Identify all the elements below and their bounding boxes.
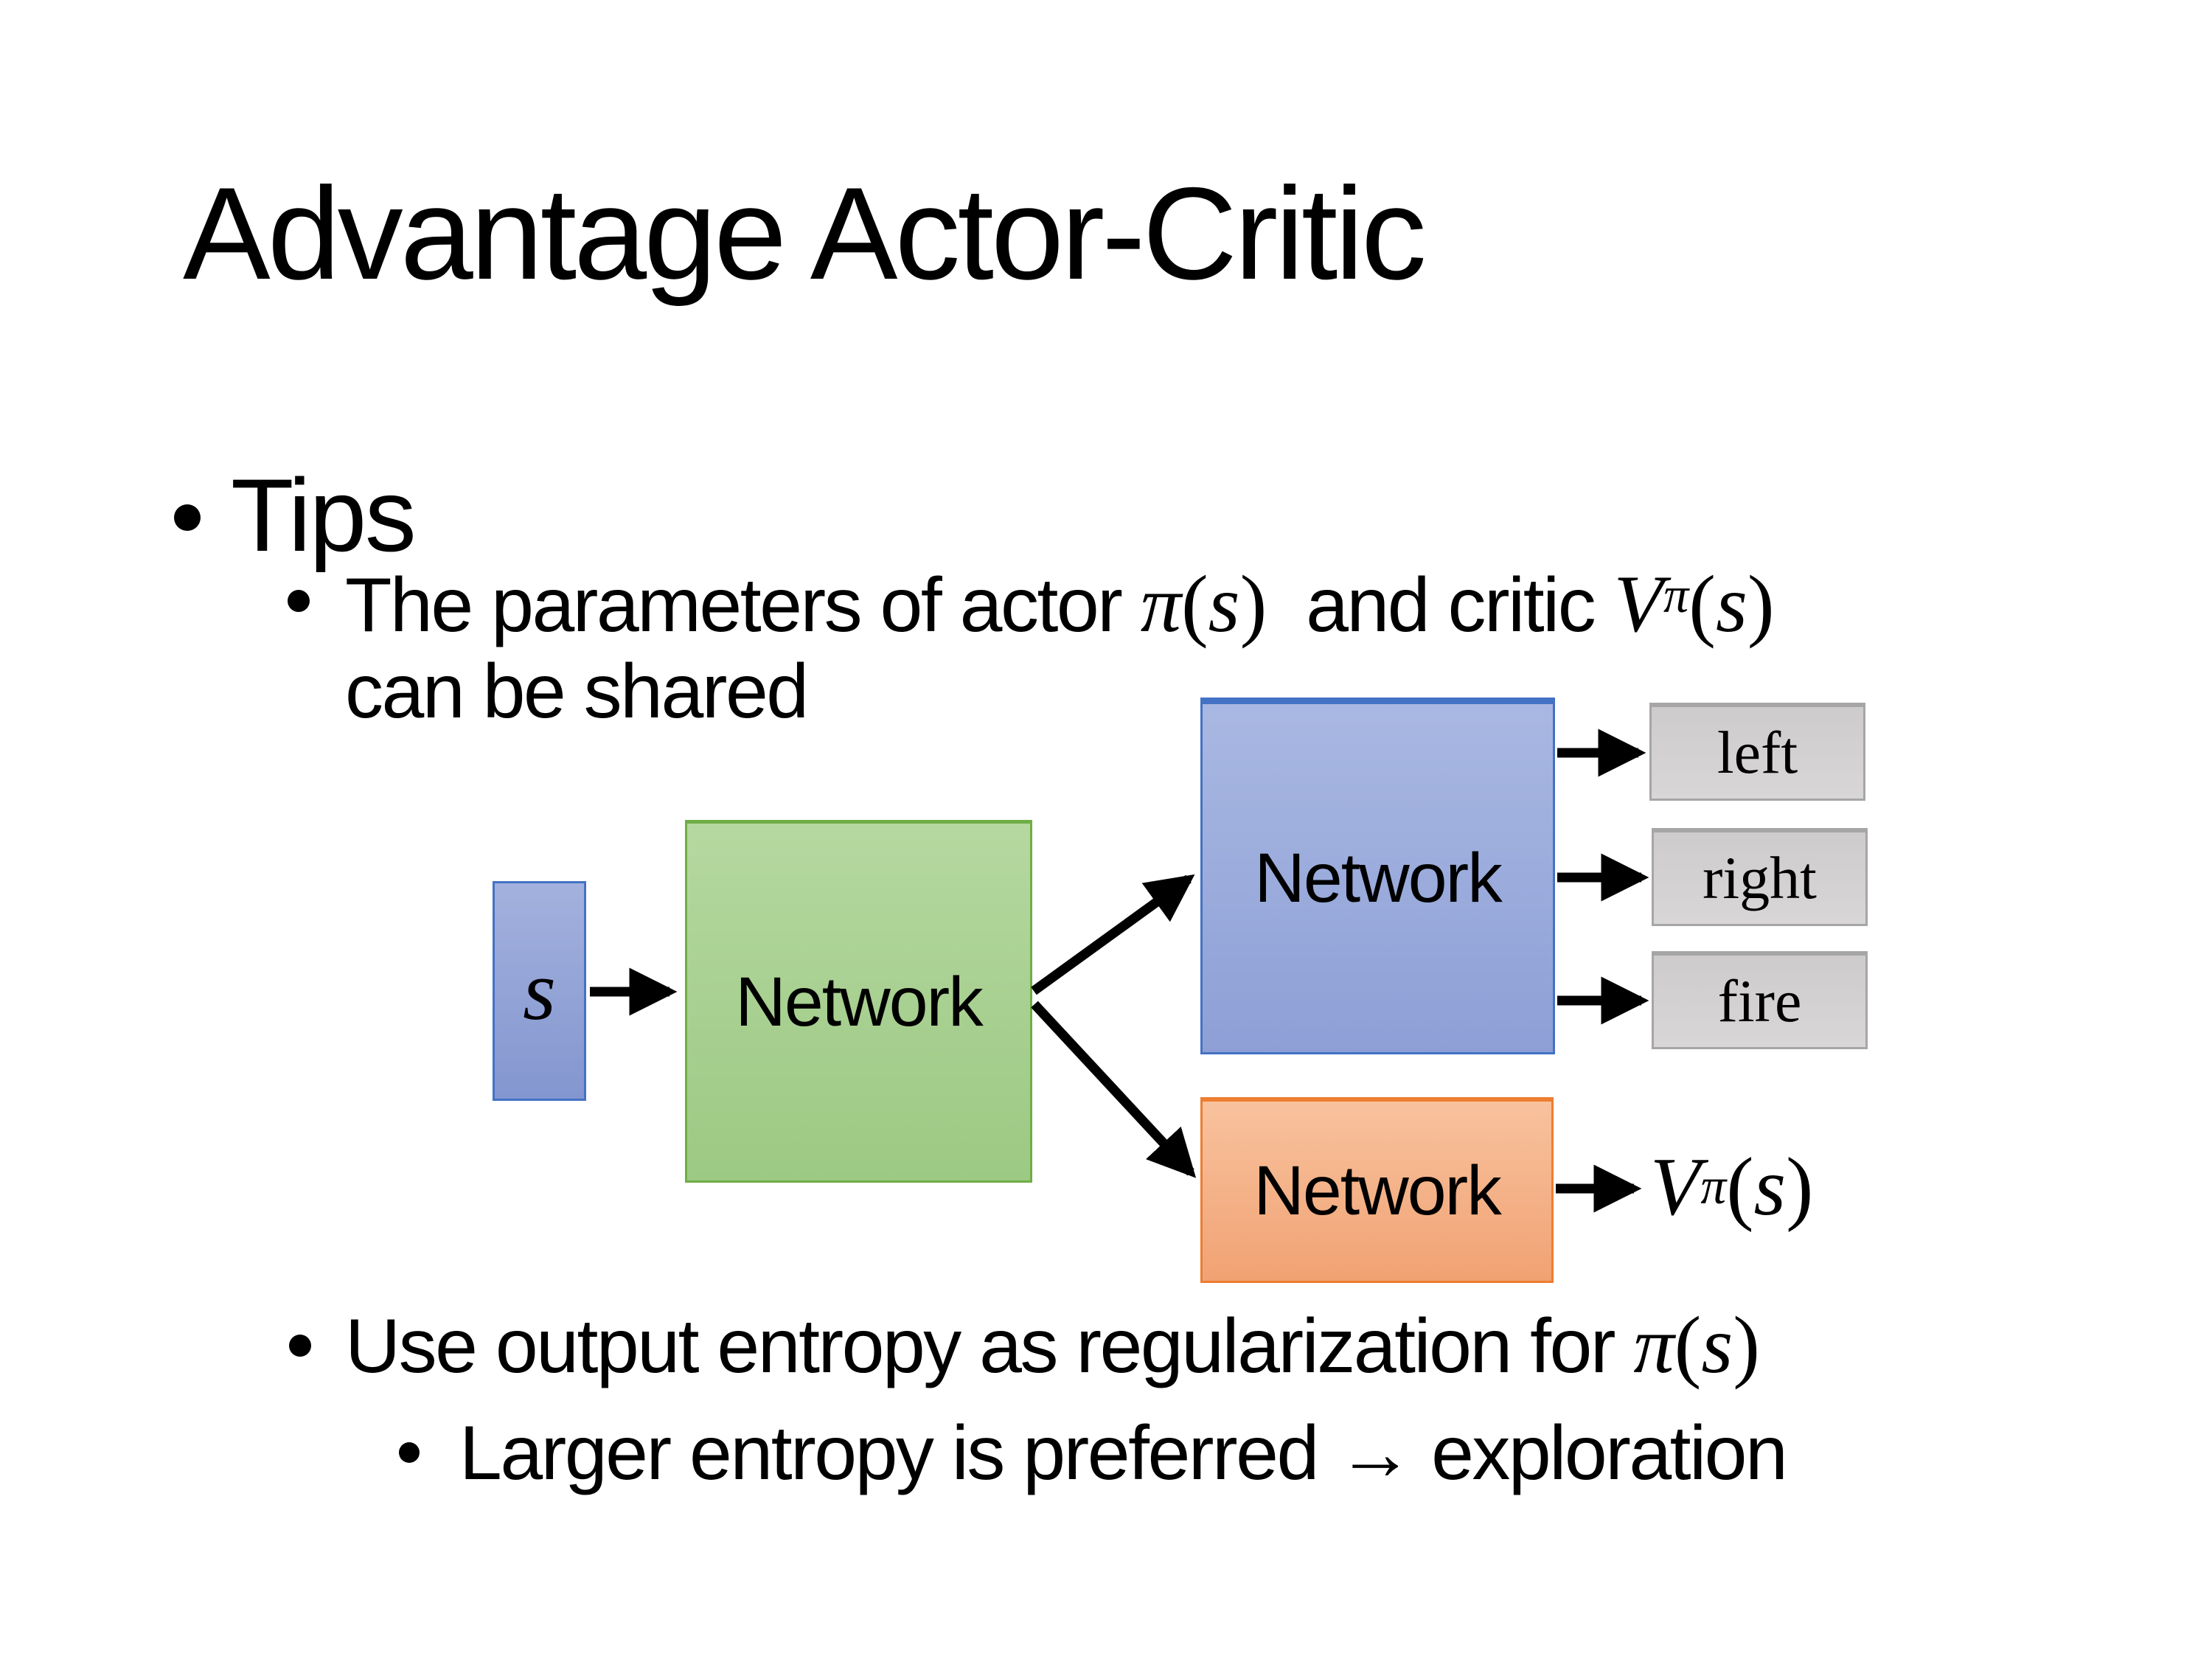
- bullet-dot-tips: [174, 504, 201, 531]
- action-label-right: right: [1703, 844, 1817, 911]
- bullet-shared-line1: The parameters of actor π(s) and critic …: [345, 563, 1775, 644]
- bullet-tips-label: Tips: [231, 457, 417, 573]
- bullet-dot-exploration: [399, 1442, 420, 1463]
- math-pi-of-s: π(s): [1140, 559, 1267, 649]
- math-v-pi-of-s: Vπ(s): [1613, 559, 1775, 649]
- state-input-box: s: [493, 881, 586, 1101]
- shared-text-mid: and critic: [1267, 563, 1614, 648]
- arrow-shared-to-actor: [1031, 874, 1195, 995]
- entropy-text-prefix: Use output entropy as regularization for: [345, 1304, 1634, 1389]
- state-input-label: s: [523, 944, 556, 1037]
- actor-network-label: Network: [1254, 838, 1502, 917]
- critic-network-label: Network: [1253, 1152, 1501, 1230]
- shared-network-box: Network: [685, 820, 1032, 1183]
- action-label-left: left: [1717, 719, 1798, 786]
- critic-network-box: Network: [1200, 1097, 1554, 1283]
- action-box-fire: fire: [1652, 951, 1868, 1049]
- bullet-dot-entropy: [289, 1335, 311, 1357]
- bullet-exploration: Larger entropy is preferred → exploratio…: [459, 1415, 1788, 1492]
- exploration-text: Larger entropy is preferred → exploratio…: [459, 1411, 1788, 1496]
- shared-text-prefix: The parameters of actor: [345, 563, 1141, 648]
- action-box-right: right: [1652, 828, 1868, 926]
- shared-network-label: Network: [735, 962, 983, 1041]
- action-label-fire: fire: [1717, 967, 1802, 1034]
- bullet-tips: Tips: [231, 464, 417, 567]
- action-box-left: left: [1649, 703, 1865, 801]
- shared-text-line2: can be shared: [345, 649, 809, 734]
- actor-network-box: Network: [1200, 698, 1555, 1054]
- bullet-dot-shared: [288, 590, 310, 612]
- arrow-shared-to-critic: [1031, 1001, 1197, 1178]
- bullet-shared-line2: can be shared: [345, 653, 809, 730]
- math-pi-of-s: π(s): [1633, 1300, 1760, 1390]
- bullet-entropy: Use output entropy as regularization for…: [345, 1304, 1760, 1385]
- page-title: Advantage Actor-Critic: [183, 160, 1427, 307]
